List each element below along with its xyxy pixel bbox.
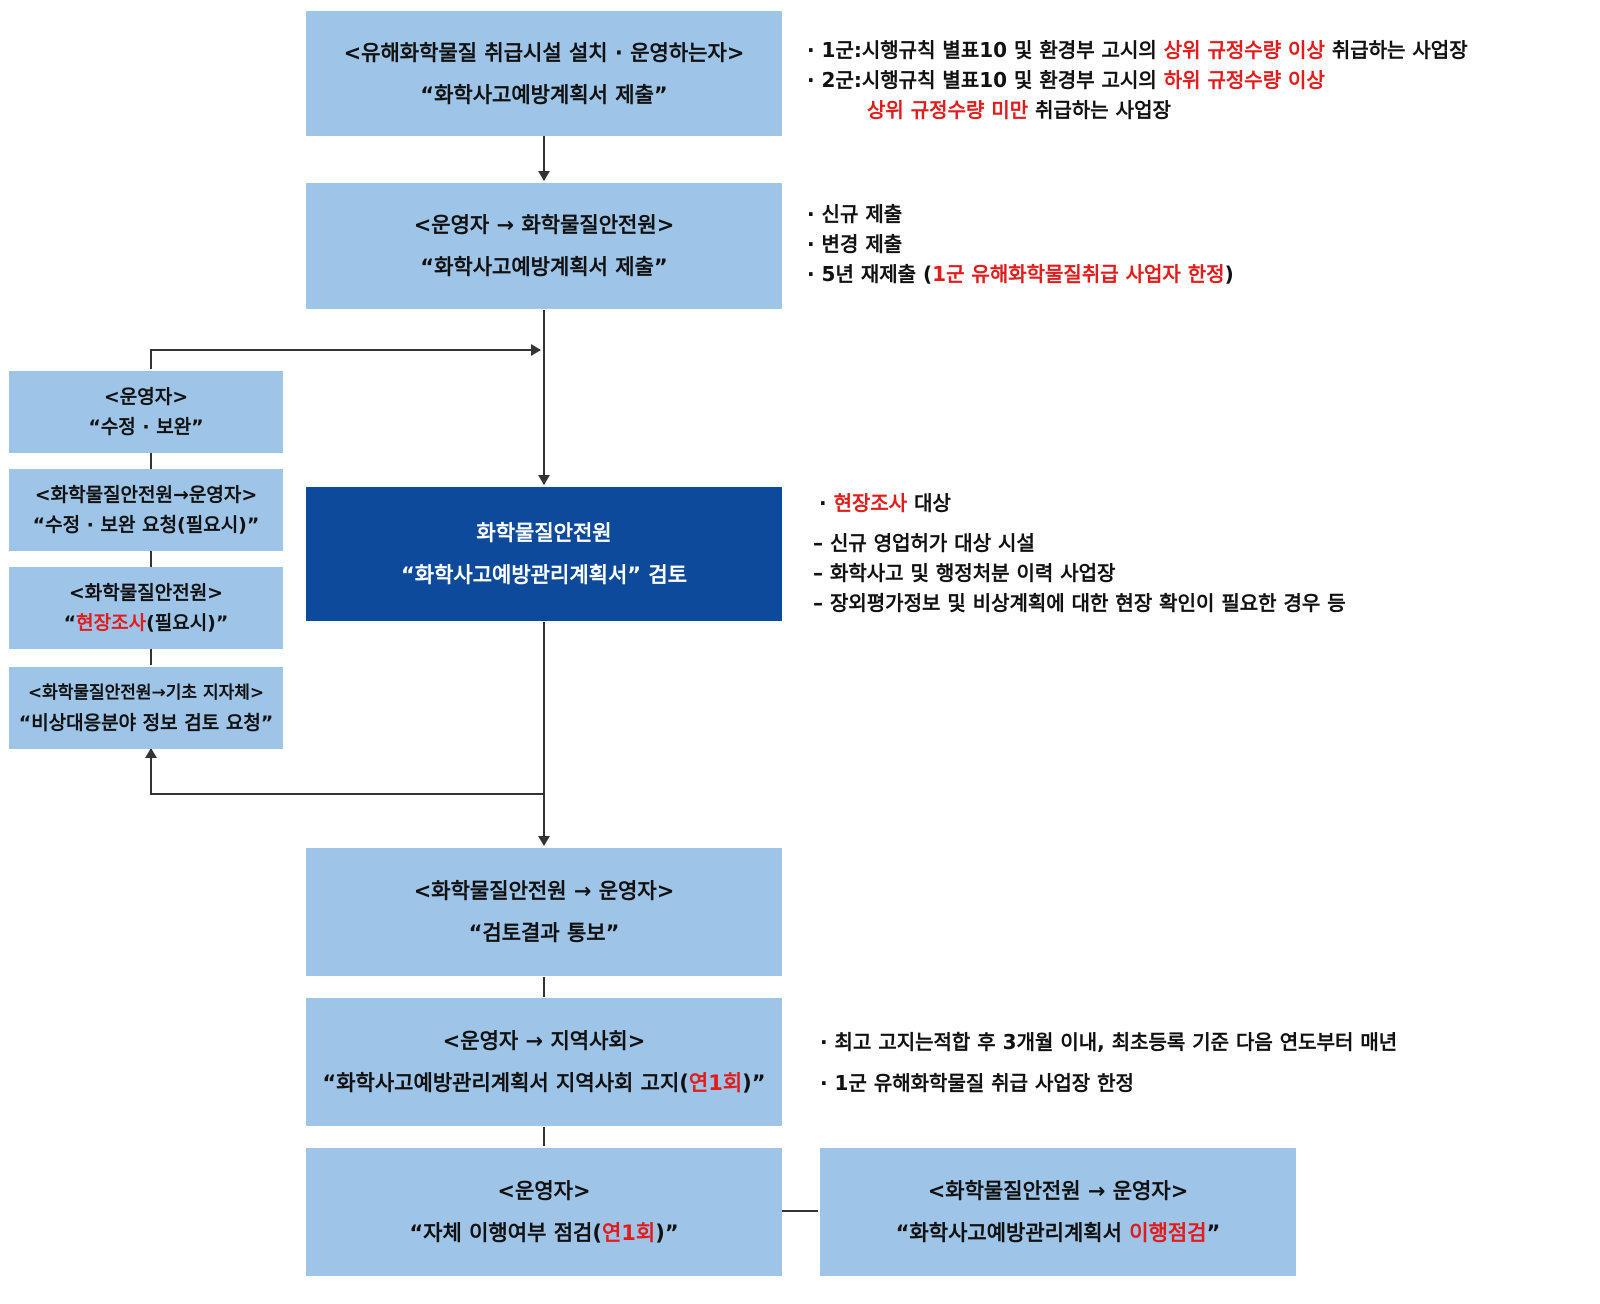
arrow-to-side-loop — [145, 748, 544, 795]
note-notice-schedule: · 최고 고지는적합 후 3개월 이내, 최초등록 기준 다음 연도부터 매년 — [820, 1030, 1398, 1054]
step2-actor: <운영자 → 화학물질안전원> — [413, 213, 675, 237]
note-inspection-heading: · 현장조사 대상 — [819, 491, 951, 515]
loop-emergency-info-review: <화학물질안전원→기초 지자체> “비상대응분야 정보 검토 요청” — [9, 667, 283, 749]
loop4-action: “비상대응분야 정보 검토 요청” — [18, 712, 274, 734]
loop3-actor: <화학물질안전원> — [68, 582, 224, 604]
note-group-classification: · 1군:시행규칙 별표10 및 환경부 고시의 상위 규정수량 이상 취급하는… — [807, 35, 1468, 125]
note-submission-types: · 신규 제출 · 변경 제출 · 5년 재제출 (1군 유해화학물질취급 사업… — [807, 199, 1234, 289]
loop-operator-revision: <운영자> “수정 · 보완” — [9, 371, 283, 453]
step5-action: “화학사고예방관리계획서 지역사회 고지(연1회)” — [322, 1071, 766, 1095]
arrow-loop-return — [150, 344, 541, 369]
note-group2: · 2군:시행규칙 별표10 및 환경부 고시의 하위 규정수량 이상 — [807, 68, 1325, 92]
step-self-inspection: <운영자> “자체 이행여부 점검(연1회)” — [306, 1148, 782, 1276]
step-institute-review: 화학물질안전원 “화학사고예방관리계획서” 검토 — [306, 487, 782, 621]
loop2-action: “수정 · 보완 요청(필요시)” — [32, 514, 260, 536]
step-review-result-notice: <화학물질안전원 → 운영자> “검토결과 통보” — [306, 848, 782, 976]
note-group2-cont: 상위 규정수량 미만 취급하는 사업장 — [867, 98, 1171, 122]
step5-actor: <운영자 → 지역사회> — [442, 1029, 646, 1053]
loop1-action: “수정 · 보완” — [88, 416, 204, 438]
step1-action: “화학사고예방계획서 제출” — [420, 82, 668, 107]
loop3-action: “현장조사(필요시)” — [63, 612, 229, 634]
step4-action: “검토결과 통보” — [468, 921, 620, 945]
loop1-actor: <운영자> — [103, 386, 189, 408]
loop-site-inspection: <화학물질안전원> “현장조사(필요시)” — [9, 567, 283, 649]
step2-action: “화학사고예방계획서 제출” — [420, 255, 668, 279]
step7-actor: <화학물질안전원 → 운영자> — [927, 1179, 1189, 1203]
step7-action: “화학사고예방관리계획서 이행점검” — [895, 1221, 1221, 1245]
step4-actor: <화학물질안전원 → 운영자> — [413, 879, 675, 903]
step3-action: “화학사고예방관리계획서” 검토 — [400, 563, 688, 587]
step6-actor: <운영자> — [497, 1179, 591, 1203]
note-resubmission: · 5년 재제출 (1군 유해화학물질취급 사업자 한정) — [807, 262, 1234, 286]
note-inspection-item-1: – 신규 영업허가 대상 시설 — [813, 531, 1035, 555]
loop-revision-request: <화학물질안전원→운영자> “수정 · 보완 요청(필요시)” — [9, 469, 283, 551]
note-change-submission: · 변경 제출 — [807, 232, 903, 256]
note-inspection-item-3: – 장외평가정보 및 비상계획에 대한 현장 확인이 필요한 경우 등 — [813, 591, 1346, 615]
step6-action: “자체 이행여부 점검(연1회)” — [409, 1221, 679, 1245]
step-community-notice: <운영자 → 지역사회> “화학사고예방관리계획서 지역사회 고지(연1회)” — [306, 998, 782, 1126]
step-implementation-inspection: <화학물질안전원 → 운영자> “화학사고예방관리계획서 이행점검” — [820, 1148, 1296, 1276]
note-site-inspection-targets: · 현장조사 대상 – 신규 영업허가 대상 시설 – 화학사고 및 행정처분 … — [813, 488, 1346, 618]
note-inspection-item-2: – 화학사고 및 행정처분 이력 사업장 — [813, 561, 1116, 585]
step1-actor: <유해화학물질 취급시설 설치 · 운영하는자> — [343, 40, 745, 65]
step-operator-to-institute-submission: <운영자 → 화학물질안전원> “화학사고예방계획서 제출” — [306, 183, 782, 309]
note-group1: · 1군:시행규칙 별표10 및 환경부 고시의 상위 규정수량 이상 취급하는… — [807, 38, 1468, 62]
loop2-actor: <화학물질안전원→운영자> — [34, 484, 258, 506]
step-facility-operator-submission: <유해화학물질 취급시설 설치 · 운영하는자> “화학사고예방계획서 제출” — [306, 11, 782, 136]
note-notice-scope: · 1군 유해화학물질 취급 사업장 한정 — [820, 1071, 1134, 1095]
loop4-actor: <화학물질안전원→기초 지자체> — [27, 683, 265, 703]
note-new-submission: · 신규 제출 — [807, 202, 903, 226]
step3-actor: 화학물질안전원 — [476, 521, 612, 545]
note-community-notice: · 최고 고지는적합 후 3개월 이내, 최초등록 기준 다음 연도부터 매년 … — [820, 1027, 1397, 1098]
